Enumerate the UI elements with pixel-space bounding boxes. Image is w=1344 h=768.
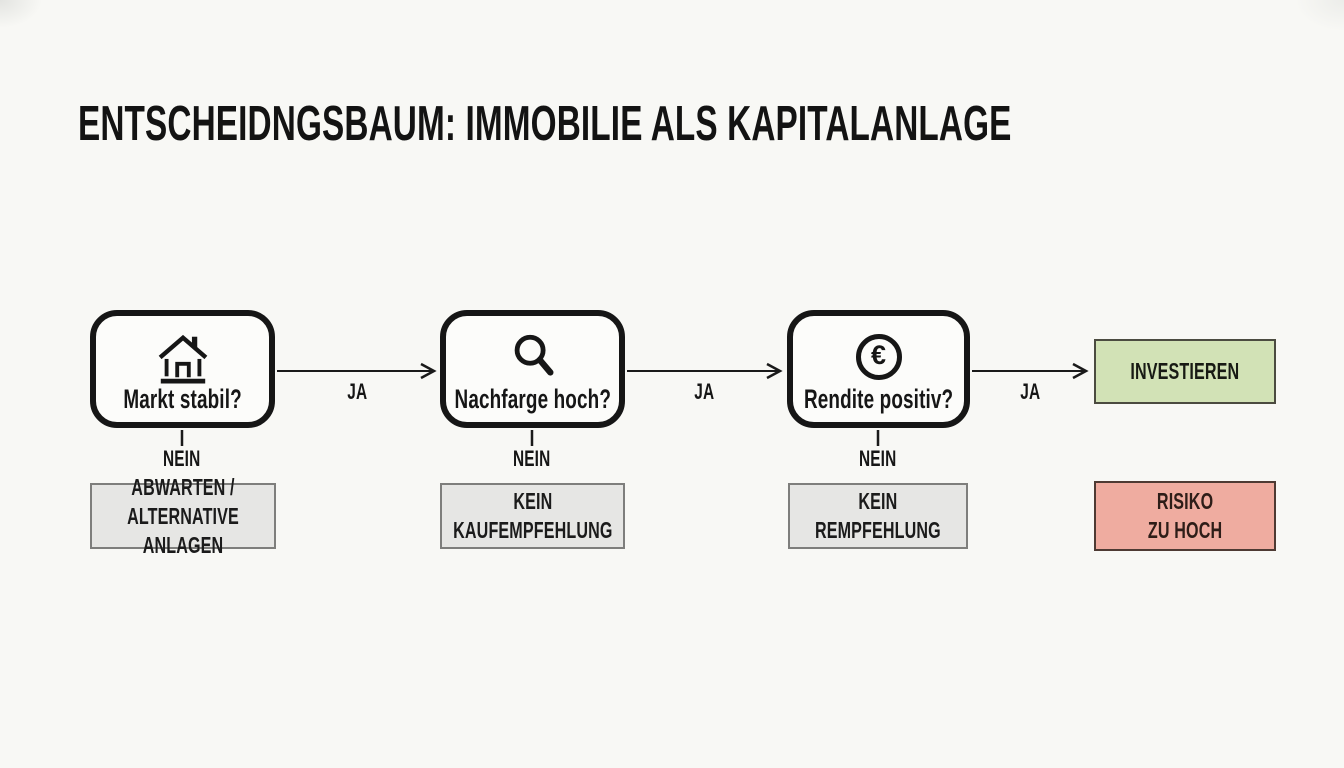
arrowhead-2: [766, 362, 783, 380]
result-risiko-zu-hoch: RISIKO ZU HOCH: [1094, 481, 1276, 551]
edge-label-nein-1: NEIN: [163, 446, 201, 471]
magnifier-icon: [506, 328, 560, 385]
result-investieren: INVESTIEREN: [1094, 339, 1276, 404]
node-question: Markt stabil?: [123, 384, 242, 414]
decision-node-rendite-positiv: € Rendite positiv?: [787, 310, 970, 428]
edge-label-nein-2: NEIN: [513, 446, 551, 471]
outcome-abwarten-alternative-anlagen: ABWARTEN / ALTERNATIVE ANLAGEN: [90, 474, 276, 558]
arrowhead-1: [420, 362, 437, 380]
edge-label-ja-2: JA: [694, 379, 714, 404]
page-title-text: ENTSCHEIDNGSBAUM: IMMOBILIE ALS KAPITALA…: [78, 97, 1012, 151]
decision-node-nachfrage-hoch: Nachfarge hoch?: [440, 310, 625, 428]
edge-label-ja-1: JA: [347, 379, 367, 404]
outcome-kein-rempfehlung: KEIN REMPFEHLUNG: [788, 483, 968, 549]
decision-node-markt-stabil: Markt stabil?: [90, 310, 275, 428]
arrowhead-3: [1072, 362, 1089, 380]
outcome-kein-kaufempfehlung: KEIN KAUFEMPFEHLUNG: [440, 483, 625, 549]
edge-label-nein-3: NEIN: [859, 446, 897, 471]
house-icon: [154, 328, 212, 385]
node-question: Rendite positiv?: [803, 384, 954, 414]
edge-label-ja-3: JA: [1020, 379, 1040, 404]
page-title: ENTSCHEIDNGSBAUM: IMMOBILIE ALS KAPITALA…: [78, 99, 1344, 149]
node-question: Nachfarge hoch?: [454, 384, 611, 414]
euro-icon: €: [855, 328, 902, 385]
